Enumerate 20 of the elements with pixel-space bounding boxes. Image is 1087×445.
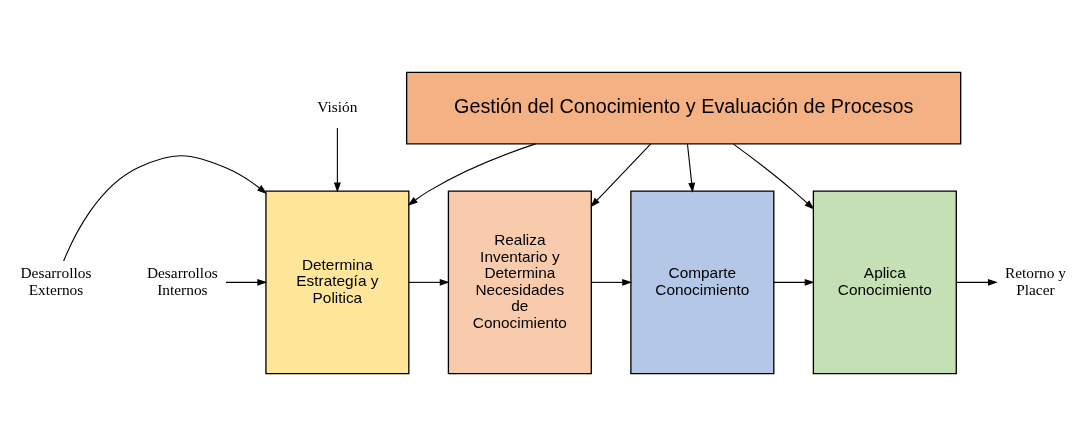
arrow: [590, 143, 652, 207]
node-box: Determina Estrategía y Politica: [265, 189, 410, 374]
node-text: Desarrollos Internos: [146, 263, 218, 298]
node-box: Realiza Inventario y Determina Necesidades de Conocimiento: [447, 189, 592, 374]
node-text: Visión: [317, 97, 358, 115]
arrow: [408, 278, 450, 286]
arrow: [686, 143, 696, 193]
arrow: [225, 278, 268, 286]
node-box: Gestión del Conocimiento y Evaluación de Procesos: [405, 71, 962, 144]
arrow: [333, 126, 341, 193]
node-text: Retorno y Placer: [1004, 263, 1066, 298]
node-box: Aplica Conocimiento: [812, 189, 957, 374]
arrow: [407, 142, 537, 206]
arrow: [63, 154, 267, 262]
arrow: [732, 143, 815, 210]
arrow: [590, 278, 633, 286]
node-box: Comparte Conocimiento: [630, 189, 775, 374]
arrow: [955, 278, 998, 286]
arrow: [773, 278, 815, 286]
node-text: Desarrollos Externos: [20, 263, 92, 298]
